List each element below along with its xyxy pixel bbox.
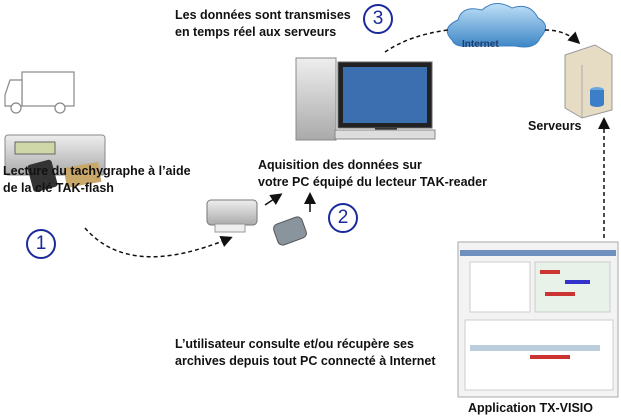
app-label: Application TX-VISIO bbox=[468, 401, 594, 415]
internet-label: Internet bbox=[462, 39, 499, 50]
truck-icon bbox=[4, 71, 75, 114]
step3-line1: Les données sont transmises bbox=[175, 8, 351, 22]
tachograph-icon bbox=[4, 134, 106, 192]
step3-line2: en temps réel aux serveurs bbox=[175, 25, 337, 39]
tak-flash-key-icon bbox=[273, 216, 307, 246]
step1-badge: 1 bbox=[26, 229, 56, 259]
consult-line1: L’utilisateur consulte et/ou récupère se… bbox=[175, 337, 414, 351]
tx-visio-screenshot bbox=[457, 241, 619, 398]
step2-line1: Aquisition des données sur bbox=[258, 158, 422, 172]
cloud-icon bbox=[446, 3, 546, 48]
step3-badge: 3 bbox=[363, 4, 393, 34]
step2-text: Aquisition des données sur votre PC équip… bbox=[258, 157, 487, 191]
tak-reader-device-icon bbox=[206, 199, 258, 233]
arrow-pc-to-internet bbox=[384, 29, 449, 53]
servers-label: Serveurs bbox=[528, 119, 582, 133]
pc-icon bbox=[295, 57, 436, 141]
server-icon bbox=[564, 44, 613, 119]
consult-text: L’utilisateur consulte et/ou récupère se… bbox=[175, 336, 435, 370]
consult-line2: archives depuis tout PC connecté à Inter… bbox=[175, 354, 436, 368]
arrow-internet-to-server bbox=[544, 29, 581, 45]
step1-line1: Lecture du tachygraphe à l’aide bbox=[3, 164, 191, 178]
step2-badge: 2 bbox=[328, 203, 358, 233]
arrow-step1 bbox=[84, 227, 233, 258]
step1-line2: de la clé TAK-flash bbox=[3, 181, 114, 195]
step3-text: Les données sont transmises en temps réel… bbox=[175, 7, 351, 41]
step2-line2: votre PC équipé du lecteur TAK-reader bbox=[258, 175, 487, 189]
step1-text: Lecture du tachygraphe à l’aide de la clé… bbox=[3, 163, 191, 197]
arrow-reader-to-pc bbox=[264, 193, 283, 206]
